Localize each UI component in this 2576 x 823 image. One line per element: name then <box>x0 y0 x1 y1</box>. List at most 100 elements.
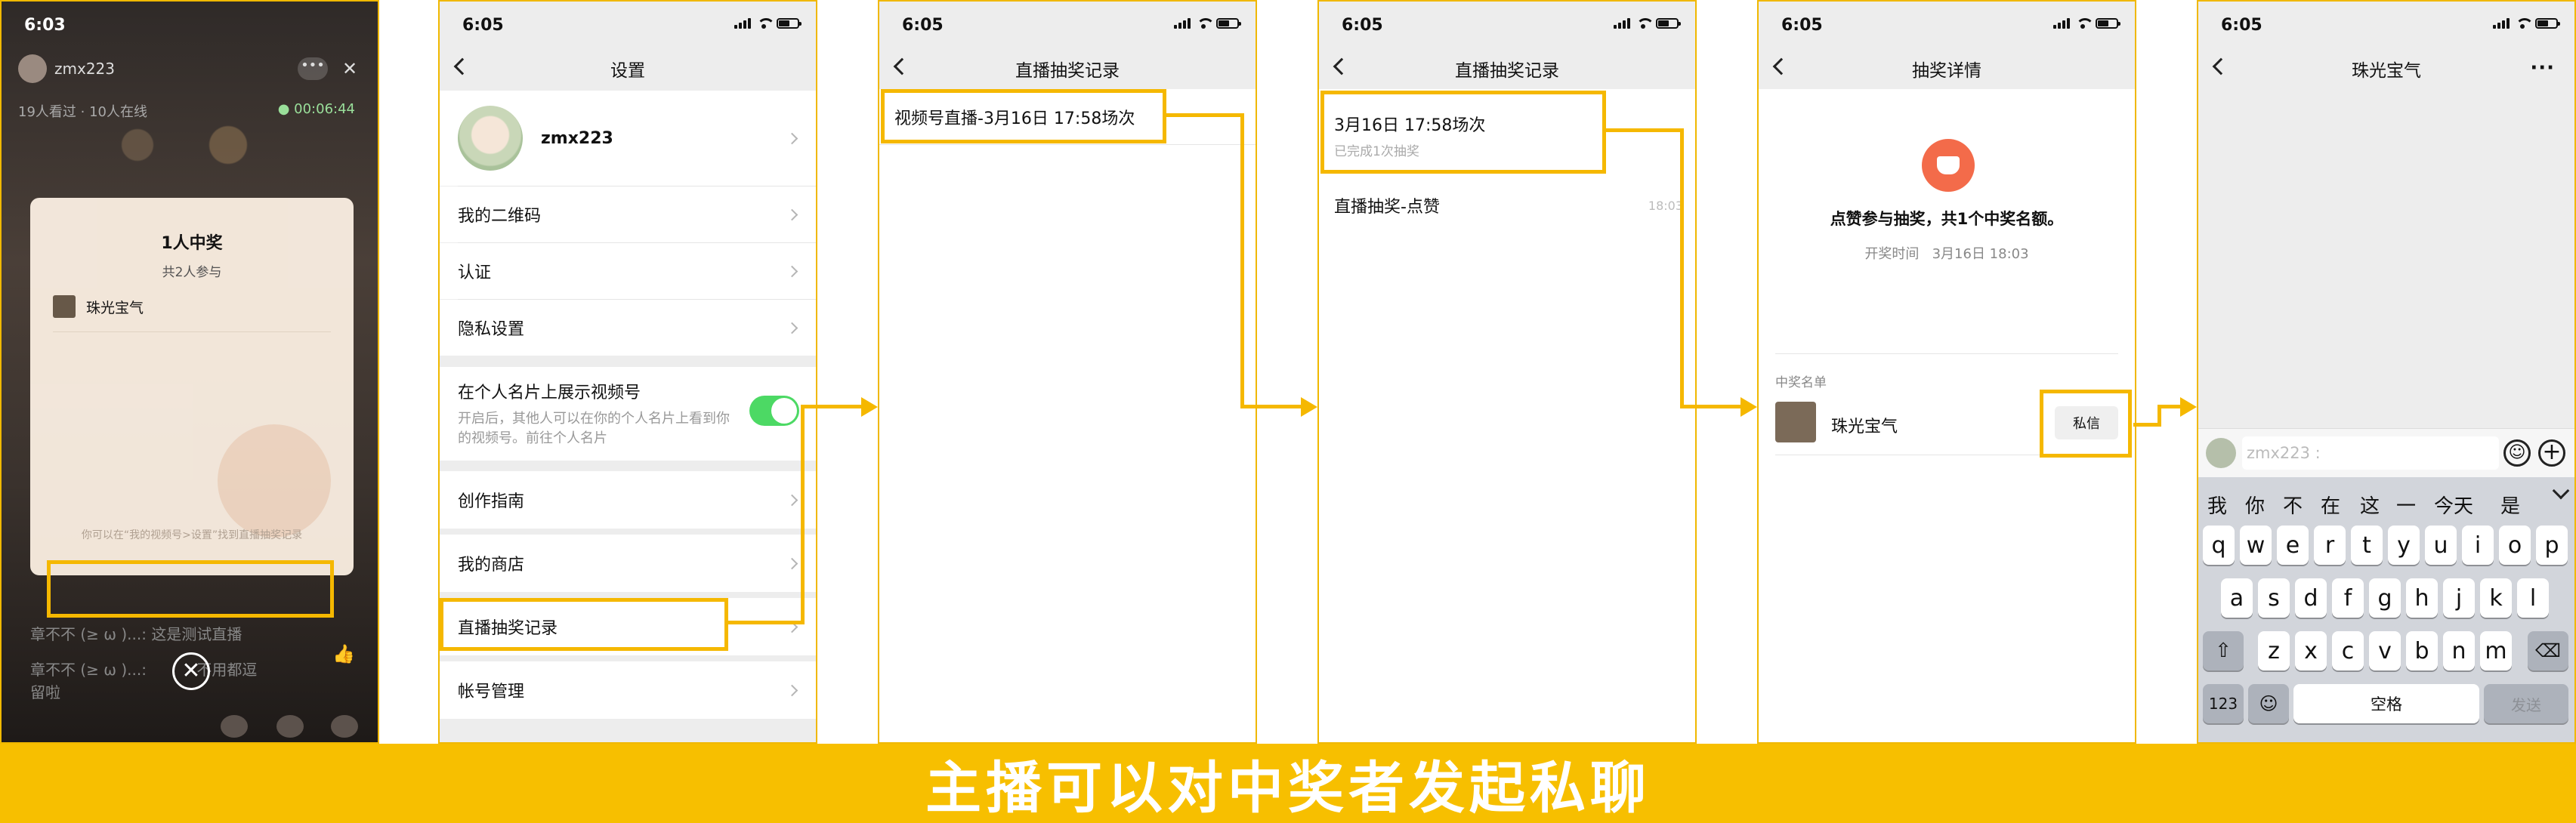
flow-arrow-line <box>2133 423 2161 427</box>
flow-arrow-line <box>2157 405 2185 408</box>
candidate[interactable]: 是 <box>2500 495 2521 518</box>
candidate[interactable]: 不 <box>2283 495 2303 518</box>
heart-icon[interactable] <box>331 715 358 738</box>
status-icons <box>2493 18 2560 29</box>
key[interactable]: r <box>2314 526 2346 565</box>
key[interactable]: e <box>2277 526 2309 565</box>
lottery-record-item[interactable]: 视频号直播-3月16日 17:58场次 <box>879 89 1256 145</box>
back-icon[interactable] <box>453 57 471 76</box>
key[interactable]: c <box>2332 631 2364 670</box>
emoji-icon[interactable]: ☺ <box>2503 439 2531 467</box>
status-icons <box>734 18 802 29</box>
key[interactable]: g <box>2369 578 2401 618</box>
candidate[interactable]: 今天 <box>2434 495 2474 518</box>
settings-item-verify[interactable]: 认证 <box>440 243 816 299</box>
divider <box>1775 353 2118 354</box>
key[interactable]: u <box>2425 526 2457 565</box>
back-icon[interactable] <box>1333 57 1351 76</box>
candidate[interactable]: 我 <box>2207 495 2228 518</box>
winner-name: 珠光宝气 <box>1831 418 1898 436</box>
item-label: 直播抽奖记录 <box>458 619 558 638</box>
close-icon[interactable]: ✕ <box>341 58 358 79</box>
flow-arrow-line <box>1680 128 1684 408</box>
message-input[interactable]: zmx223 : <box>2242 436 2499 470</box>
back-icon[interactable] <box>893 57 911 76</box>
settings-item-guide[interactable]: 创作指南 <box>440 471 816 529</box>
flow-arrow-head <box>2180 397 2197 417</box>
like-icon[interactable]: 👍 <box>332 643 355 664</box>
gift-icon[interactable] <box>221 715 248 738</box>
lottery-result-card: 1人中奖 共2人参与 珠光宝气 你可以在“我的视频号>设置”找到直播抽奖记录 <box>30 198 354 575</box>
hint-text: 你可以在“我的视频号>设置”找到直播抽奖记录 <box>81 529 303 541</box>
emoji-key-icon[interactable]: ☺ <box>2248 684 2289 723</box>
avatar <box>2206 438 2236 468</box>
key[interactable]: a <box>2221 578 2253 618</box>
key[interactable]: v <box>2369 631 2401 670</box>
key[interactable]: x <box>2295 631 2327 670</box>
key[interactable]: n <box>2443 631 2475 670</box>
item-label: 我的商店 <box>458 556 525 575</box>
key[interactable]: b <box>2406 631 2438 670</box>
show-card-toggle[interactable] <box>749 396 799 426</box>
item-label: 隐私设置 <box>458 320 525 339</box>
key[interactable]: i <box>2462 526 2494 565</box>
back-icon[interactable] <box>1772 57 1790 76</box>
highlight-box <box>440 598 728 651</box>
shift-key-icon[interactable]: ⇧ <box>2203 631 2244 670</box>
profile-avatar <box>458 106 523 171</box>
lottery-item-time: 18:03 <box>1648 198 1683 213</box>
candidate[interactable]: 在 <box>2321 495 2341 518</box>
settings-item-qrcode[interactable]: 我的二维码 <box>440 186 816 242</box>
candidate[interactable]: 你 <box>2245 495 2266 518</box>
back-icon[interactable] <box>2212 57 2230 76</box>
key[interactable]: f <box>2332 578 2364 618</box>
profile-row[interactable]: zmx223 <box>440 91 816 186</box>
candidate[interactable]: 一 <box>2396 495 2417 518</box>
avatar[interactable] <box>18 54 47 83</box>
key[interactable]: o <box>2499 526 2531 565</box>
screen-chat: 6:05 珠光宝气 ··· zmx223 : ☺ + 我 你 不 在 这 一 今… <box>2197 0 2576 744</box>
lottery-item[interactable]: 直播抽奖-点赞 18:03 <box>1319 178 1695 233</box>
key[interactable]: m <box>2480 631 2512 670</box>
share-icon[interactable] <box>276 715 304 738</box>
settings-item-shop[interactable]: 我的商店 <box>440 535 816 592</box>
close-card-icon[interactable]: ✕ <box>172 652 210 690</box>
key[interactable]: l <box>2517 578 2549 618</box>
key[interactable]: s <box>2258 578 2290 618</box>
key[interactable]: w <box>2240 526 2272 565</box>
more-icon[interactable]: ••• <box>298 57 328 80</box>
candidate[interactable]: 这 <box>2360 495 2380 518</box>
backspace-key-icon[interactable]: ⌫ <box>2528 631 2568 670</box>
key[interactable]: d <box>2295 578 2327 618</box>
settings-item-privacy[interactable]: 隐私设置 <box>440 300 816 356</box>
send-key[interactable]: 发送 <box>2484 684 2568 723</box>
key[interactable]: z <box>2258 631 2290 670</box>
key[interactable]: j <box>2443 578 2475 618</box>
flow-arrow-line <box>1240 405 1307 408</box>
key[interactable]: q <box>2203 526 2235 565</box>
key[interactable]: h <box>2406 578 2438 618</box>
lottery-icon <box>1922 139 1975 192</box>
space-key[interactable]: 空格 <box>2293 684 2479 723</box>
winner-avatar <box>53 295 76 318</box>
chevron-down-icon[interactable] <box>2552 482 2570 500</box>
settings-item-account[interactable]: 帐号管理 <box>440 661 816 719</box>
lottery-description: 点赞参与抽奖，共1个中奖名额。 <box>1830 210 2064 228</box>
highlight-box <box>881 89 1166 143</box>
comment-1: 章不不 (≥ ω )...: 这是测试直播 <box>30 625 242 643</box>
key[interactable]: t <box>2351 526 2383 565</box>
status-time: 6:05 <box>462 15 504 35</box>
numbers-key[interactable]: 123 <box>2203 684 2244 723</box>
more-icon[interactable]: ··· <box>2530 57 2555 79</box>
flow-arrow-line <box>1680 405 1747 408</box>
direct-message-button[interactable]: 私信 <box>2055 406 2118 439</box>
highlight-box <box>2040 390 2132 458</box>
key[interactable]: p <box>2536 526 2568 565</box>
flow-arrow-line <box>727 621 805 624</box>
key[interactable]: k <box>2480 578 2512 618</box>
winner-avatar <box>1775 402 1816 442</box>
key[interactable]: y <box>2388 526 2420 565</box>
winner-list-label: 中奖名单 <box>1775 375 1827 390</box>
settings-item-lottery-records[interactable]: 直播抽奖记录 <box>440 598 816 655</box>
plus-icon[interactable]: + <box>2538 439 2565 467</box>
